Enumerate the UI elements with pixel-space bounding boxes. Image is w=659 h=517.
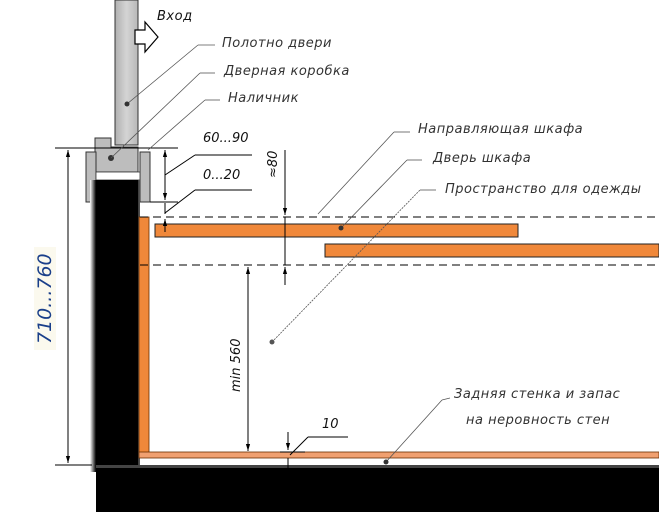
rail-depth-value: ≈80 (266, 150, 281, 178)
entrance-arrow-icon (134, 20, 159, 54)
side-panel (138, 216, 150, 455)
min-depth-value: min 560 (229, 338, 244, 392)
architrave-dimension (162, 150, 252, 232)
door-leaf-label: Полотно двери (222, 36, 332, 51)
back-panel (138, 451, 659, 459)
architrave-width-value: 60...90 (203, 131, 249, 146)
leader-lines (110, 44, 451, 465)
door-frame-label: Дверная коробка (224, 64, 350, 79)
back-panel-value: 10 (322, 417, 339, 432)
wardrobe-door-back (324, 243, 659, 258)
architrave-label: Наличник (228, 91, 299, 106)
back-wall (96, 465, 659, 512)
wardrobe-door-front (154, 223, 519, 238)
entrance-label: Вход (157, 9, 193, 24)
back-wall-label-line1: Задняя стенка и запас (454, 387, 621, 402)
back-panel-dimension (280, 432, 348, 468)
clothes-space-label: Пространство для одежды (445, 182, 642, 197)
total-depth-dimension (55, 147, 92, 466)
wardrobe-rail-label: Направляющая шкафа (418, 122, 584, 137)
gap-value: 0...20 (203, 168, 241, 183)
total-depth-value: 710...760 (34, 247, 56, 350)
door-leaf (114, 0, 139, 146)
back-wall-label-line2: на неровность стен (466, 413, 611, 428)
wardrobe-door-label: Дверь шкафа (433, 151, 532, 166)
